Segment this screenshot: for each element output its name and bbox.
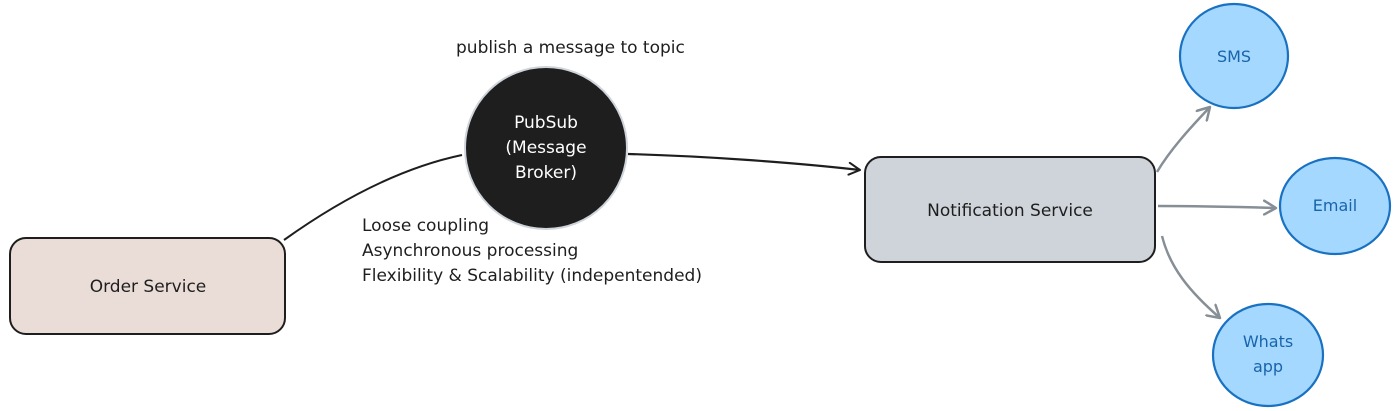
notification-to-whatsapp-arrow [1160, 235, 1220, 318]
whatsapp-label-line: app [1253, 357, 1283, 376]
whatsapp-label-line: Whats [1243, 332, 1293, 351]
order-service-box [9, 237, 286, 335]
note-item: Asynchronous processing [362, 241, 579, 261]
note-item: Flexibility & Scalability (indepentended… [362, 266, 702, 286]
broker-label-line: PubSub [514, 113, 578, 133]
whatsapp-node[interactable]: Whats app [1211, 302, 1325, 408]
order-service-label: Order Service [90, 277, 207, 297]
publish-caption: publish a message to topic [456, 38, 685, 58]
notification-service-box [864, 156, 1156, 263]
notification-to-sms-arrow [1155, 107, 1210, 173]
notification-service-node[interactable]: Notification Service [864, 156, 1156, 263]
broker-node[interactable]: PubSub (Message Broker) [464, 66, 628, 230]
order-to-broker-connector [283, 154, 463, 241]
note-item: Loose coupling [362, 216, 490, 236]
email-circle [1278, 156, 1392, 256]
email-node[interactable]: Email [1278, 156, 1392, 256]
benefits-notes: Loose coupling Asynchronous processing F… [362, 214, 702, 289]
whatsapp-circle [1211, 302, 1325, 408]
broker-label-line: (Message [505, 138, 586, 158]
order-service-node[interactable]: Order Service [9, 237, 286, 335]
broker-to-notification-arrow [627, 152, 861, 176]
notification-to-email-arrow [1157, 206, 1276, 208]
sms-node[interactable]: SMS [1178, 2, 1290, 110]
sms-circle [1178, 2, 1290, 110]
email-label: Email [1313, 196, 1357, 215]
notification-service-label: Notification Service [927, 201, 1093, 221]
broker-circle [464, 66, 628, 230]
sms-label: SMS [1217, 47, 1251, 66]
broker-label-line: Broker) [515, 163, 577, 183]
